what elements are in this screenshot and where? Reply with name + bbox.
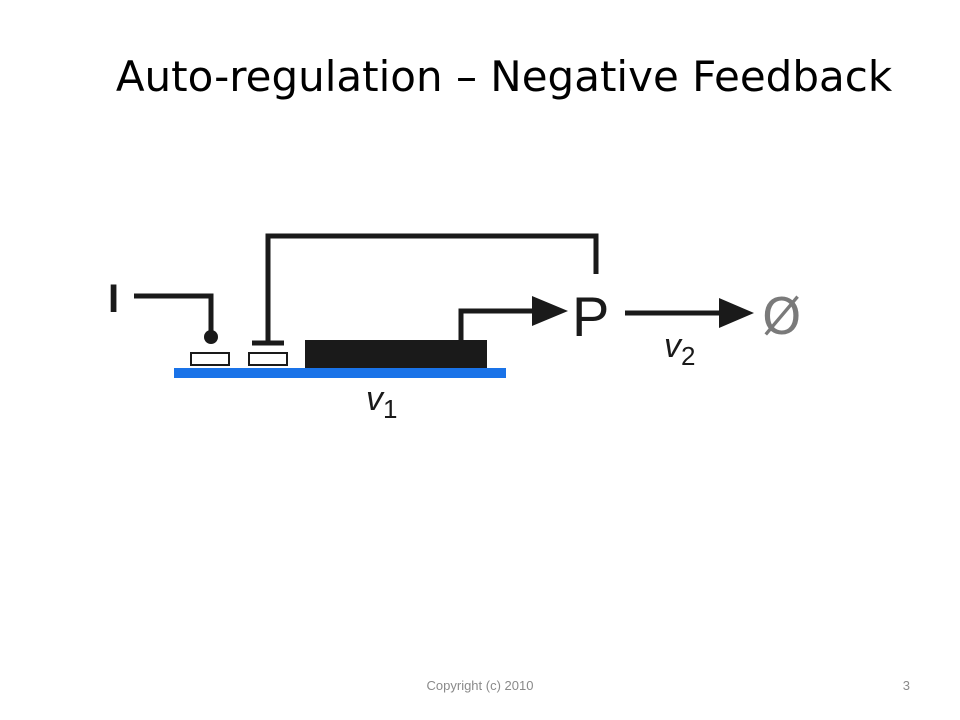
rate-v2-symbol: v [664, 327, 683, 365]
degradation-arrowhead [719, 298, 754, 328]
null-symbol: Ø [762, 288, 801, 346]
expression-arrowhead [532, 296, 568, 326]
rate-v1-symbol: v [366, 380, 385, 418]
feedback-repression-line [265, 233, 599, 343]
rate-v1-subscript: 1 [383, 394, 397, 424]
footer-copyright: Copyright (c) 2010 [426, 678, 534, 693]
operator-site-2 [248, 352, 288, 366]
expression-arrow [458, 308, 535, 340]
gene-coding-region [305, 340, 487, 368]
slide-title: Auto-regulation – Negative Feedback [115, 52, 893, 101]
protein-label: P [572, 285, 609, 348]
rate-v2-label: v2 [664, 327, 695, 371]
operator-site-1 [190, 352, 230, 366]
dna-strand [174, 368, 506, 378]
inducer-activation-line [134, 293, 214, 334]
activation-dot [204, 330, 218, 344]
rate-v1-label: v1 [366, 380, 397, 424]
inducer-label: I [108, 277, 119, 321]
slide-number: 3 [902, 678, 910, 693]
rate-v2-subscript: 2 [681, 341, 695, 371]
